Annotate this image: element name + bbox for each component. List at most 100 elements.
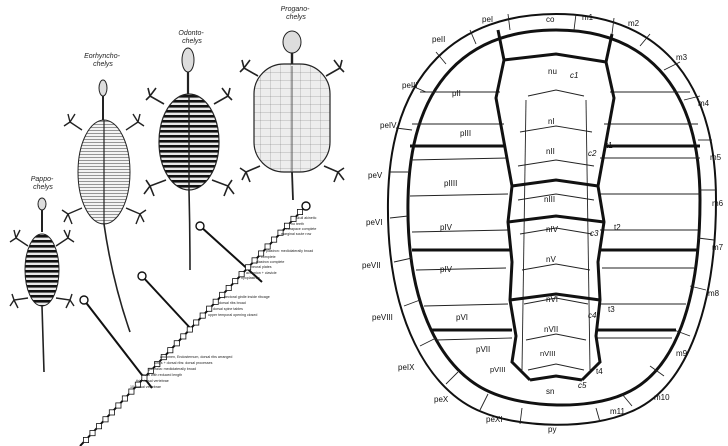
other-label: co xyxy=(546,15,555,24)
node-label: plastron: mediolaterally broad xyxy=(266,249,313,253)
node-label: carapace complete xyxy=(286,227,316,231)
proganochelys-skeleton xyxy=(240,31,344,200)
node-label: neural plates xyxy=(251,265,272,269)
pleural-label: pIII xyxy=(460,129,471,138)
marginal-label: m4 xyxy=(698,99,710,108)
costal-label: c4 xyxy=(588,311,597,320)
marginal-label: m8 xyxy=(708,289,720,298)
character-box xyxy=(207,306,212,311)
character-box xyxy=(90,431,95,436)
pappochelys-skeleton xyxy=(10,198,74,372)
other-label: sn xyxy=(546,387,554,396)
costal-label: c3 xyxy=(590,229,599,238)
node-label: dorsal ribs broad xyxy=(219,301,246,305)
node-label: hyoplastron xyxy=(241,276,260,280)
character-box xyxy=(116,403,121,408)
eorhynchochelys-label: Eorhyncho- chelys xyxy=(84,53,122,68)
pleural-label: pIV xyxy=(440,223,453,232)
neural-label: nVII xyxy=(544,325,558,334)
peripheral-label: peV xyxy=(368,171,383,180)
marginal-label: m7 xyxy=(712,243,724,252)
node-labels: skull akinetic no teeth carapace complet… xyxy=(130,216,317,389)
peripheral-label: peIV xyxy=(380,121,397,130)
pleural-label: pII xyxy=(452,89,461,98)
character-box xyxy=(103,417,108,422)
costal-label: c1 xyxy=(570,71,578,80)
character-box xyxy=(194,320,199,325)
character-box xyxy=(246,265,251,270)
node-label: dorsal spine tables xyxy=(213,307,243,311)
costal-label: c2 xyxy=(588,149,597,158)
neural-label: nVIII xyxy=(540,349,555,358)
character-box xyxy=(129,389,134,394)
neural-label: nI xyxy=(548,117,555,126)
character-box xyxy=(272,237,277,242)
character-box xyxy=(213,299,218,304)
node-label: pectoral girdle inside ribcage xyxy=(224,295,270,299)
peripheral-label: peXI xyxy=(486,415,502,424)
node-label: thin dorsal vertebrae xyxy=(136,379,169,383)
neural-label: nIII xyxy=(544,195,555,204)
peripheral-label: peIX xyxy=(398,363,415,372)
other-label: t1 xyxy=(606,141,613,150)
peripheral-label: peII xyxy=(432,35,445,44)
other-label: t4 xyxy=(596,367,603,376)
pleural-label: pIIII xyxy=(444,179,457,188)
node-label: gastralia: mediolaterally broad xyxy=(148,367,196,371)
eorhynchochelys-skeleton xyxy=(62,80,146,332)
node-label: complete xyxy=(261,255,276,259)
character-box xyxy=(181,334,186,339)
marginal-label: m6 xyxy=(712,199,724,208)
other-label: nu xyxy=(548,67,557,76)
marginal-label: m5 xyxy=(710,153,722,162)
character-box xyxy=(187,327,192,332)
costal-label: c5 xyxy=(578,381,587,390)
marginal-label: m1 xyxy=(582,13,594,22)
neural-label: nVI xyxy=(546,295,558,304)
peripheral-label: peIII xyxy=(402,81,418,90)
character-box xyxy=(174,341,179,346)
character-box xyxy=(122,396,127,401)
neural-label: nII xyxy=(546,147,555,156)
node-label: lungs + dorsal ribs: dorsal processes xyxy=(154,361,213,365)
marginal-label: m11 xyxy=(610,407,626,416)
proganochelys-label: Progano- chelys xyxy=(281,6,312,21)
odontochelys-skeleton xyxy=(144,48,234,270)
node-label: skull akinetic xyxy=(296,216,317,220)
marginal-label: m10 xyxy=(654,393,670,402)
marginal-label: m9 xyxy=(676,349,688,358)
node-label: acromion + clavicle xyxy=(246,271,277,275)
neural-label: nIV xyxy=(546,225,559,234)
pleural-label: pIV xyxy=(440,265,453,274)
pleural-label: pVII xyxy=(476,345,490,354)
peripheral-label: peVIII xyxy=(372,313,393,322)
other-label: t2 xyxy=(614,223,621,232)
character-box xyxy=(96,424,101,429)
neural-label: nV xyxy=(546,255,556,264)
phylogeny-panel: Pappo- chelys Eorhyncho- chelys Odonto- … xyxy=(10,6,344,446)
carapace-panel: peI peII peIII peIV peV peVI peVII peVII… xyxy=(362,13,724,434)
node-label: upper temporal opening closed xyxy=(208,313,257,317)
character-box xyxy=(168,348,173,353)
node-label: 10 dorsal vertebrae xyxy=(130,385,161,389)
marginal-label: m2 xyxy=(628,19,640,28)
character-box xyxy=(233,279,238,284)
node-label: marginal scute row xyxy=(281,232,312,236)
peripheral-label: peVII xyxy=(362,261,381,270)
peripheral-label: peI xyxy=(482,15,493,24)
other-label: t3 xyxy=(608,305,615,314)
pleural-label: pVIII xyxy=(490,365,505,374)
marginal-label: m3 xyxy=(676,53,688,62)
character-box xyxy=(109,410,114,415)
node-label: trunk with reduced length xyxy=(142,373,182,377)
odontochelys-label: Odonto- chelys xyxy=(178,30,205,45)
node-label: no teeth xyxy=(291,222,304,226)
character-box xyxy=(83,437,88,442)
character-box xyxy=(200,313,205,318)
character-box xyxy=(226,285,231,290)
node-label: abdomen, Endosternum, dorsal ribs arrang… xyxy=(160,355,232,359)
pappochelys-label: Pappo- chelys xyxy=(31,176,56,191)
other-label: py xyxy=(548,425,556,434)
node-label: plastron complete xyxy=(256,260,284,264)
